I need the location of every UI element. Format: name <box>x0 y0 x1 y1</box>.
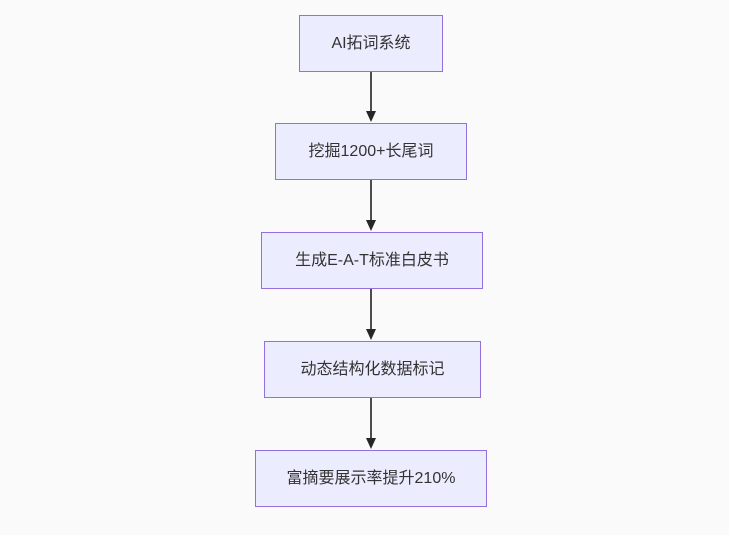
arrow-line <box>370 289 372 329</box>
arrow-head-down-icon <box>366 111 376 122</box>
flow-node-label: 挖掘1200+长尾词 <box>308 142 434 160</box>
flow-node-label: 生成E-A-T标准白皮书 <box>295 251 449 269</box>
arrow-head-down-icon <box>366 220 376 231</box>
flow-arrow-4 <box>365 398 377 449</box>
flow-node-longtail-mining: 挖掘1200+长尾词 <box>275 123 467 180</box>
flow-node-rich-snippet-result: 富摘要展示率提升210% <box>255 450 487 507</box>
arrow-head-down-icon <box>366 438 376 449</box>
flow-node-eat-whitepaper: 生成E-A-T标准白皮书 <box>261 232 483 289</box>
flow-arrow-3 <box>365 289 377 340</box>
flow-node-label: 富摘要展示率提升210% <box>286 469 456 487</box>
flow-node-ai-keyword-system: AI拓词系统 <box>299 15 443 72</box>
flow-node-structured-data-markup: 动态结构化数据标记 <box>264 341 481 398</box>
arrow-head-down-icon <box>366 329 376 340</box>
flow-arrow-1 <box>365 72 377 122</box>
flow-arrow-2 <box>365 180 377 231</box>
flow-node-label: AI拓词系统 <box>331 34 411 52</box>
flow-node-label: 动态结构化数据标记 <box>300 360 445 378</box>
arrow-line <box>370 398 372 438</box>
arrow-line <box>370 72 372 111</box>
arrow-line <box>370 180 372 220</box>
